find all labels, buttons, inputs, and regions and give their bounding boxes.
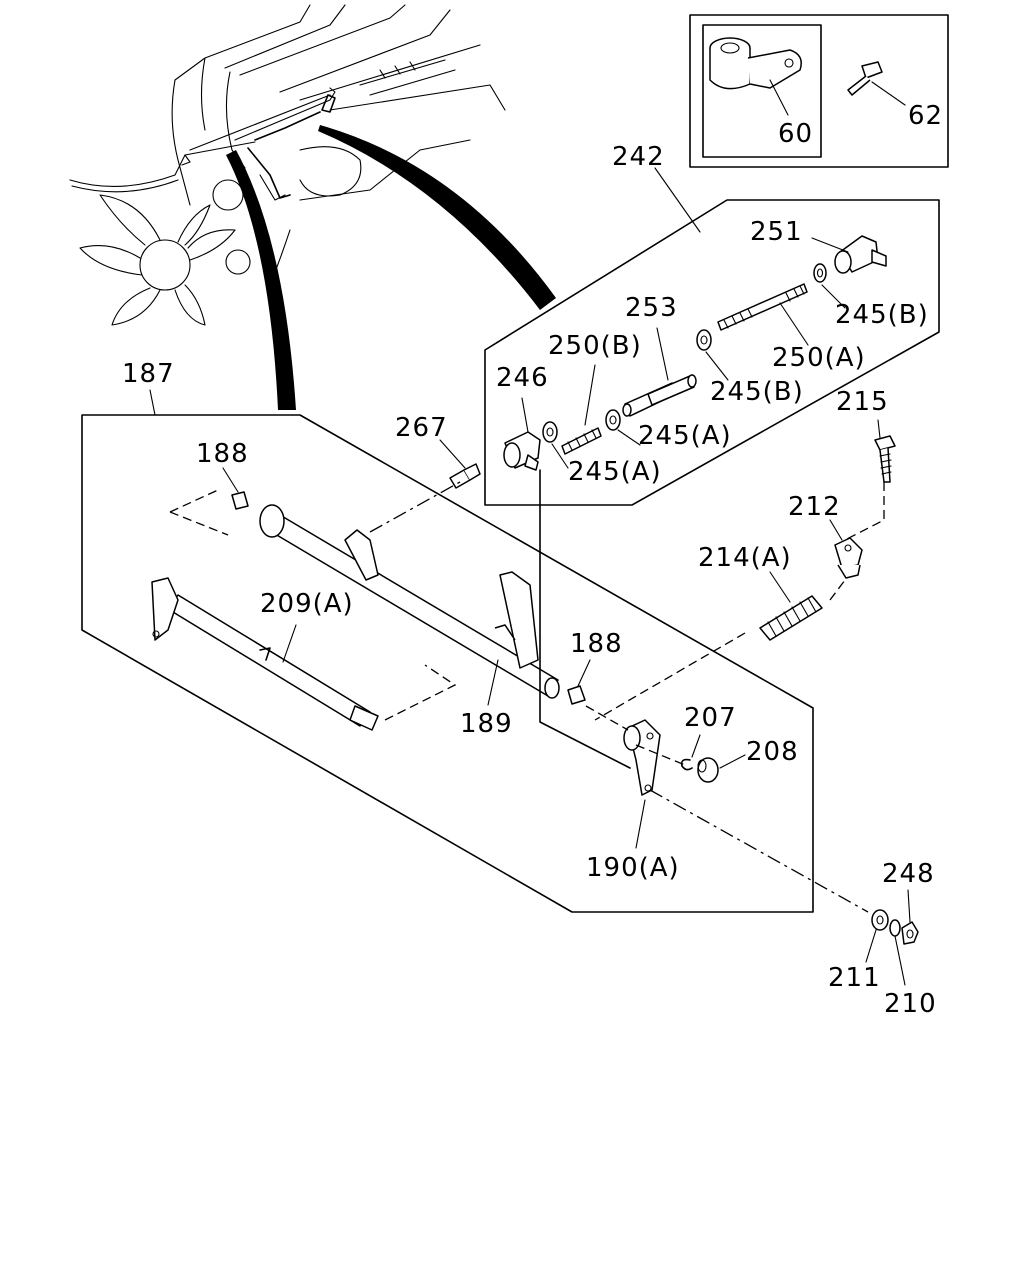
label-250b: 250(B) xyxy=(548,331,642,361)
label-245b-top: 245(B) xyxy=(835,300,929,330)
nut-245b-top xyxy=(813,263,827,283)
bolt-267 xyxy=(449,463,481,489)
label-245b-mid: 245(B) xyxy=(710,377,804,407)
label-211: 211 xyxy=(828,963,881,993)
clamp-part-60 xyxy=(709,37,802,90)
label-250a: 250(A) xyxy=(772,343,866,373)
shaft-209a xyxy=(151,577,379,731)
ball-joint-246 xyxy=(503,431,541,471)
group-box-187 xyxy=(81,389,814,913)
label-248: 248 xyxy=(882,859,935,889)
rod-250a xyxy=(717,283,808,331)
inset-box xyxy=(689,14,949,168)
cap-208 xyxy=(697,757,719,783)
label-188-right: 188 xyxy=(570,629,623,659)
engine-illustration xyxy=(69,4,556,410)
label-189: 189 xyxy=(460,709,513,739)
bushing-188-left xyxy=(231,491,249,510)
label-245a-2: 245(A) xyxy=(568,457,662,487)
rod-250b xyxy=(561,427,602,455)
clip-207 xyxy=(680,758,693,771)
bushing-188-right xyxy=(567,685,586,705)
label-212: 212 xyxy=(788,492,841,522)
label-209a: 209(A) xyxy=(260,589,354,619)
shaft-189 xyxy=(259,504,560,699)
nut-245b-mid xyxy=(696,329,712,351)
bolt-part-62 xyxy=(847,61,883,96)
nut-245a-upper xyxy=(605,409,621,431)
group-box-242 xyxy=(484,167,940,506)
lever-190a xyxy=(623,719,661,796)
turnbuckle-253 xyxy=(622,374,697,417)
bolt-215 xyxy=(874,435,896,483)
spring-214a xyxy=(759,595,823,641)
ball-joint-251 xyxy=(834,235,887,274)
label-214a: 214(A) xyxy=(698,543,792,573)
lockwasher-210 xyxy=(889,919,901,937)
label-190a: 190(A) xyxy=(586,853,680,883)
label-188-left: 188 xyxy=(196,439,249,469)
label-60: 60 xyxy=(778,119,813,149)
label-215: 215 xyxy=(836,387,889,417)
label-208: 208 xyxy=(746,737,799,767)
label-253: 253 xyxy=(625,293,678,323)
label-207: 207 xyxy=(684,703,737,733)
label-242: 242 xyxy=(612,142,665,172)
label-62: 62 xyxy=(908,101,943,131)
label-245a-1: 245(A) xyxy=(638,421,732,451)
nut-248 xyxy=(901,921,919,945)
label-210: 210 xyxy=(884,989,937,1019)
label-267: 267 xyxy=(395,413,448,443)
label-187: 187 xyxy=(122,359,175,389)
fan-icon xyxy=(79,179,251,326)
bracket-212 xyxy=(834,537,863,579)
label-251: 251 xyxy=(750,217,803,247)
washer-211 xyxy=(871,909,889,931)
nut-245a-lower xyxy=(542,421,558,443)
label-246: 246 xyxy=(496,363,549,393)
